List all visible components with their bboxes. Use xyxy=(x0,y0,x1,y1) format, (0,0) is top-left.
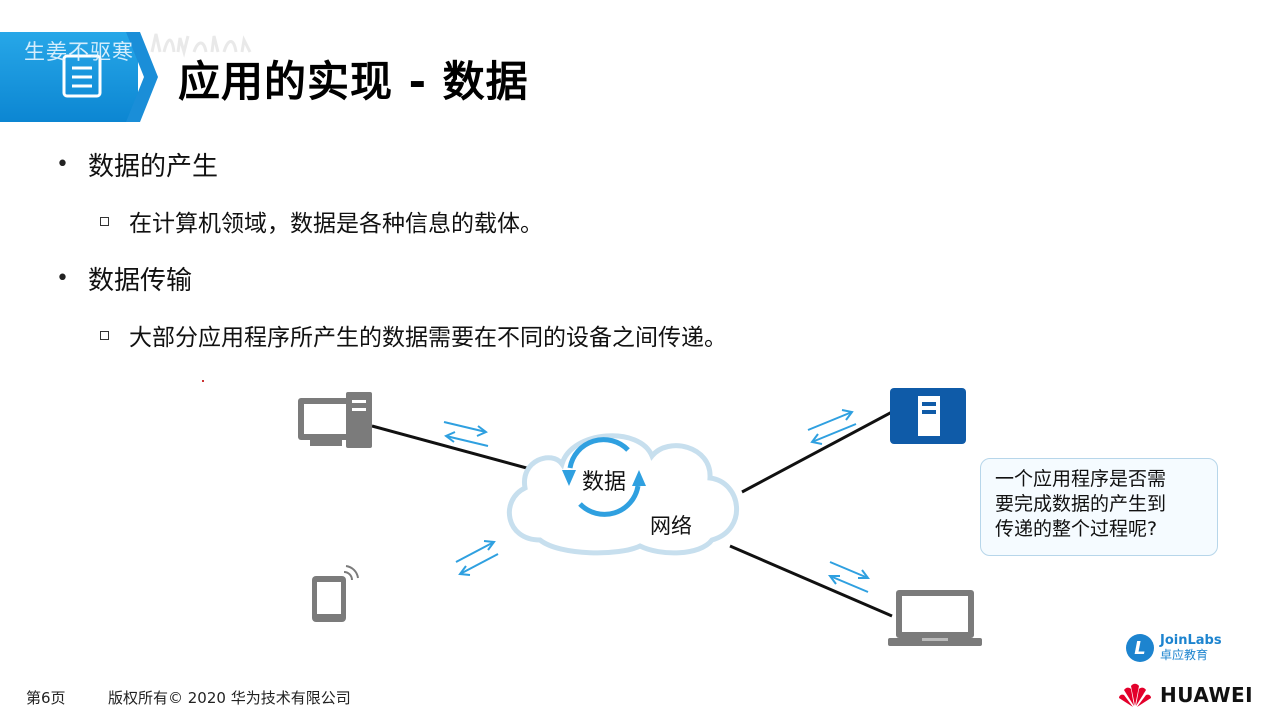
sub-bullet-item: 在计算机领域，数据是各种信息的载体。 xyxy=(100,204,543,238)
transfer-arrows-laptop xyxy=(828,561,870,593)
link-desktop xyxy=(371,424,557,478)
joinlabs-mark-icon: L xyxy=(1126,634,1154,662)
transfer-arrows-server xyxy=(807,409,857,445)
bullet-item: • 数据的产生 xyxy=(56,146,218,183)
sub-bullet-text: 在计算机领域，数据是各种信息的载体。 xyxy=(129,211,543,237)
link-server xyxy=(741,410,893,494)
square-bullet-icon xyxy=(100,216,109,226)
joinlabs-subtitle: 卓应教育 xyxy=(1160,648,1209,662)
desktop-computer-icon xyxy=(298,392,372,448)
bullet-label: 数据传输 xyxy=(88,266,193,296)
network-cloud-icon xyxy=(507,433,740,556)
document-icon xyxy=(62,54,102,98)
laptop-icon xyxy=(888,590,982,646)
bullet-label: 数据的产生 xyxy=(88,152,219,182)
network-diagram xyxy=(298,388,982,646)
huawei-petal-icon xyxy=(1119,683,1151,707)
huawei-wordmark: HUAWEI xyxy=(1160,683,1254,707)
huawei-logo: HUAWEI xyxy=(1118,682,1253,708)
tablet-icon xyxy=(312,565,359,622)
link-laptop xyxy=(729,544,893,618)
header-band xyxy=(0,32,138,122)
callout-line: 一个应用程序是否需 xyxy=(995,468,1167,490)
transfer-arrows-tablet xyxy=(455,540,499,576)
joinlabs-name: JoinLabs xyxy=(1160,633,1222,648)
cloud-network-label: 网络 xyxy=(650,514,692,538)
server-icon xyxy=(890,388,966,444)
bullet-dot: • xyxy=(56,152,69,177)
page-number: 第6页 xyxy=(26,689,66,707)
sub-bullet-item: 大部分应用程序所产生的数据需要在不同的设备之间传递。 xyxy=(100,318,727,352)
cloud-data-label: 数据 xyxy=(582,470,627,495)
watermark-text: 生姜不驱寒 xyxy=(24,40,134,64)
callout-line: 要完成数据的产生到 xyxy=(995,493,1167,515)
stray-mark xyxy=(202,380,204,382)
watermark-scribble xyxy=(150,33,252,58)
joinlabs-logo: L JoinLabs 卓应教育 xyxy=(1126,634,1222,662)
sync-arrows-icon xyxy=(562,437,646,517)
bullet-item: • 数据传输 xyxy=(56,260,192,297)
bullet-dot: • xyxy=(56,266,69,291)
question-callout: 一个应用程序是否需 要完成数据的产生到 传递的整个过程呢? xyxy=(980,458,1218,556)
callout-line: 传递的整个过程呢? xyxy=(995,518,1158,540)
copyright-text: 版权所有© 2020 华为技术有限公司 xyxy=(108,689,351,707)
square-bullet-icon xyxy=(100,330,109,340)
transfer-arrows-desktop xyxy=(443,421,489,447)
header-chevron xyxy=(126,32,158,122)
page-title: 应用的实现 - 数据 xyxy=(178,57,529,106)
sub-bullet-text: 大部分应用程序所产生的数据需要在不同的设备之间传递。 xyxy=(129,325,727,351)
